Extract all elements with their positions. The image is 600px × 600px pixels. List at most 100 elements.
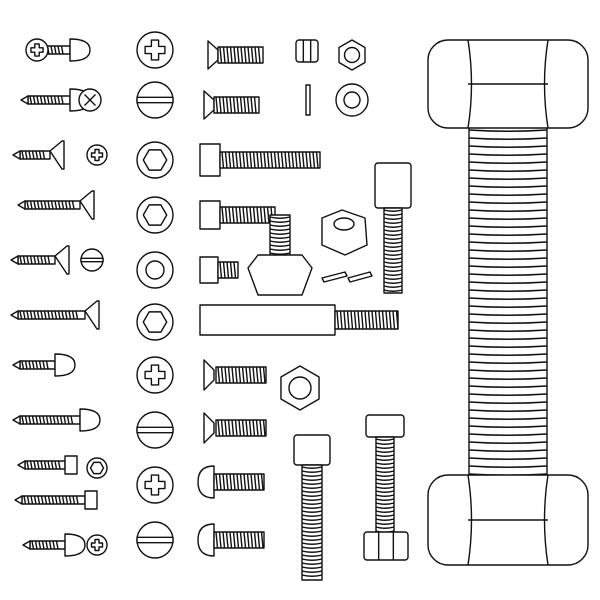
thread-line bbox=[236, 420, 238, 436]
screw-head bbox=[87, 145, 107, 165]
thread-line bbox=[55, 46, 57, 54]
thread-line bbox=[310, 152, 312, 168]
thread-line bbox=[58, 46, 60, 54]
thread-line bbox=[38, 461, 40, 469]
wood-screw bbox=[15, 491, 97, 509]
thread-line bbox=[220, 474, 222, 490]
hex-nut-side-view bbox=[364, 532, 408, 560]
thread-line bbox=[22, 416, 24, 424]
thread-line bbox=[376, 499, 394, 500]
thread-line bbox=[341, 311, 343, 329]
nut-hole bbox=[289, 377, 311, 399]
hex-nut-side-view bbox=[296, 40, 318, 62]
thread-line bbox=[222, 420, 224, 436]
thread-line bbox=[20, 311, 22, 319]
thread-line bbox=[222, 367, 224, 383]
thread-line bbox=[270, 225, 290, 226]
slot-icon bbox=[81, 258, 103, 261]
thread-line bbox=[299, 152, 301, 168]
thread-line bbox=[27, 256, 29, 264]
thread-line bbox=[337, 311, 339, 329]
thread-line bbox=[469, 330, 547, 331]
thread-line bbox=[469, 346, 547, 347]
thread-line bbox=[33, 151, 35, 159]
thread-line bbox=[264, 367, 266, 383]
thread-line bbox=[257, 367, 259, 383]
thread-line bbox=[376, 463, 394, 464]
thread-line bbox=[218, 367, 220, 383]
thread-line bbox=[64, 416, 66, 424]
thread-line bbox=[469, 442, 547, 443]
head-top-view bbox=[137, 412, 173, 448]
thread-line bbox=[469, 418, 547, 419]
thread-line bbox=[52, 461, 54, 469]
thread-line bbox=[469, 458, 547, 459]
thread-line bbox=[257, 152, 259, 168]
thread-line bbox=[230, 474, 232, 490]
thread-line bbox=[241, 474, 243, 490]
wood-screw bbox=[23, 534, 85, 556]
thread-line bbox=[376, 447, 394, 448]
thread-line bbox=[271, 152, 273, 168]
thread-line bbox=[302, 535, 322, 536]
thread-line bbox=[469, 234, 547, 235]
thread-line bbox=[261, 152, 263, 168]
thread-line bbox=[384, 226, 402, 227]
thread-line bbox=[41, 96, 43, 104]
thread-line bbox=[38, 311, 40, 319]
screw-tip bbox=[11, 256, 18, 264]
wood-screw bbox=[11, 301, 99, 329]
thread-line bbox=[220, 262, 222, 278]
thread-line bbox=[376, 483, 394, 484]
thread-line bbox=[351, 311, 353, 329]
thread-line bbox=[376, 523, 394, 524]
thread-line bbox=[262, 474, 264, 490]
thread-line bbox=[246, 420, 248, 436]
thread-line bbox=[384, 274, 402, 275]
thread-line bbox=[57, 541, 59, 549]
thread-line bbox=[48, 256, 50, 264]
bolt-side-view bbox=[200, 257, 238, 283]
thread-line bbox=[238, 47, 240, 63]
thread-line bbox=[39, 541, 41, 549]
hex-bolt-with-nut bbox=[366, 415, 404, 552]
thread-line bbox=[302, 511, 322, 512]
head-top-view bbox=[137, 522, 173, 558]
thread-line bbox=[264, 420, 266, 436]
thread-line bbox=[220, 47, 222, 63]
wood-screw bbox=[18, 191, 94, 219]
wood-screw bbox=[18, 456, 77, 474]
thread-line bbox=[376, 515, 394, 516]
thread-line bbox=[243, 420, 245, 436]
thread-line bbox=[247, 207, 249, 223]
thread-line bbox=[255, 47, 257, 63]
flat-head bbox=[55, 246, 69, 274]
thread-line bbox=[227, 474, 229, 490]
thread-line bbox=[250, 207, 252, 223]
thread-line bbox=[275, 152, 277, 168]
countersunk-head bbox=[204, 413, 214, 443]
thread-line bbox=[243, 207, 245, 223]
phillips-cross-icon bbox=[145, 475, 165, 495]
thread-shaft bbox=[302, 465, 322, 580]
bolt-side-view bbox=[204, 91, 259, 119]
thread-line bbox=[45, 256, 47, 264]
thread-line bbox=[313, 152, 315, 168]
thread-line bbox=[43, 541, 45, 549]
thread-line bbox=[37, 96, 39, 104]
thread-line bbox=[384, 210, 402, 211]
screw-tip bbox=[13, 416, 20, 424]
thread-line bbox=[71, 416, 73, 424]
thread-line bbox=[240, 207, 242, 223]
thread-line bbox=[229, 152, 231, 168]
thread-line bbox=[384, 254, 402, 255]
thread-line bbox=[469, 178, 547, 179]
thread-line bbox=[254, 207, 256, 223]
thread-line bbox=[32, 541, 34, 549]
thread-line bbox=[469, 378, 547, 379]
thread-shaft bbox=[216, 367, 266, 383]
thread-line bbox=[250, 152, 252, 168]
thread-line bbox=[469, 290, 547, 291]
thread-line bbox=[469, 194, 547, 195]
thread-line bbox=[302, 563, 322, 564]
